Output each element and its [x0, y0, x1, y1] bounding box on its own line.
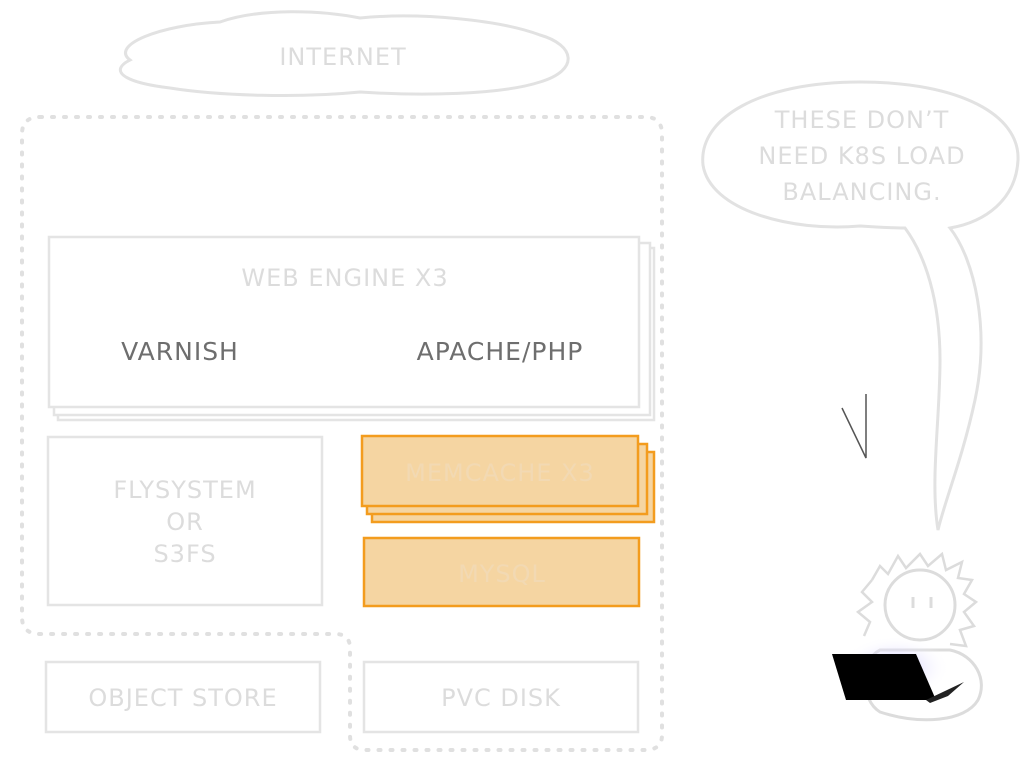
character-head: [883, 568, 957, 642]
memcache-label: MEMCACHE X3: [405, 459, 595, 487]
varnish-label: VARNISH: [121, 337, 239, 366]
speech-bubble: THESE DON’T NEED K8S LOAD BALANCING.: [701, 80, 1020, 531]
speech-line-3: BALANCING.: [782, 178, 941, 206]
object-store-box: OBJECT STORE: [44, 660, 322, 734]
flysystem-box: FLYSYSTEM OR S3FS: [46, 435, 324, 607]
pvc-disk-box: PVC DISK: [362, 660, 640, 734]
s3fs-label: S3FS: [153, 540, 216, 568]
laptop-screen: [832, 654, 936, 700]
mysql-box: MYSQL: [362, 536, 641, 608]
cluster-boundary: [20, 115, 664, 752]
speech-line-1: THESE DON’T: [774, 106, 950, 134]
memcache-stack: MEMCACHE X3: [360, 434, 656, 524]
character-with-laptop: [832, 551, 983, 722]
internet-cloud: INTERNET: [118, 10, 570, 97]
flysystem-label: FLYSYSTEM: [113, 476, 256, 504]
character-hair-left: [855, 579, 874, 637]
flysystem-or-label: OR: [166, 508, 204, 536]
object-store-label: OBJECT STORE: [88, 684, 277, 712]
speech-line-2: NEED K8S LOAD: [758, 142, 965, 170]
pvc-disk-label: PVC DISK: [441, 684, 561, 712]
laptop-base: [926, 682, 964, 703]
web-engine-label: WEB ENGINE X3: [241, 264, 448, 292]
mysql-label: MYSQL: [458, 560, 546, 588]
internet-label: INTERNET: [279, 43, 406, 71]
character-hair: [870, 551, 979, 648]
apache-php-label: APACHE/PHP: [417, 337, 584, 366]
web-engine-stack: WEB ENGINE X3 VARNISH APACHE/PHP: [47, 235, 656, 422]
pen-stroke-mark: [841, 394, 867, 459]
